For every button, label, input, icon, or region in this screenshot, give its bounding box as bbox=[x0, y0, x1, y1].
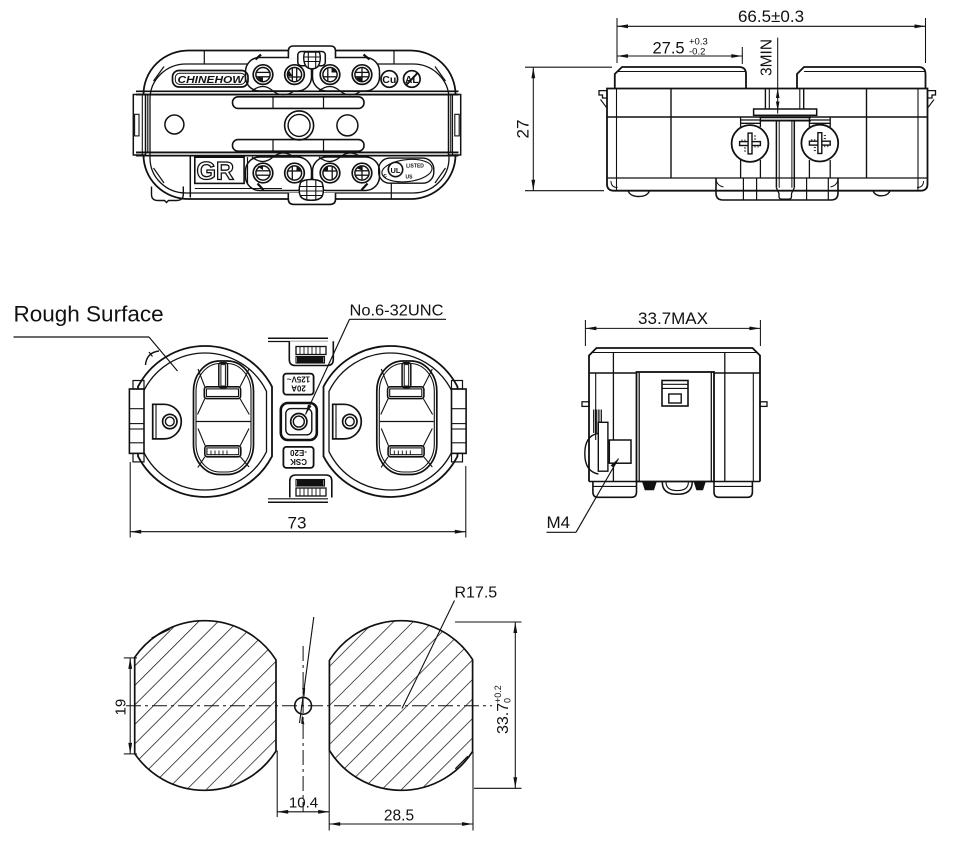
svg-text:c: c bbox=[383, 173, 387, 180]
svg-text:3MIN: 3MIN bbox=[759, 39, 776, 76]
svg-text:33.7MAX: 33.7MAX bbox=[638, 309, 708, 328]
svg-text:CSK: CSK bbox=[290, 457, 307, 466]
svg-text:CHINEHOW: CHINEHOW bbox=[178, 75, 245, 86]
svg-text:33.7: 33.7 bbox=[495, 703, 512, 734]
svg-text:US: US bbox=[406, 175, 414, 181]
svg-text:27: 27 bbox=[514, 120, 533, 139]
svg-text:27.5: 27.5 bbox=[653, 40, 685, 58]
svg-text:73: 73 bbox=[288, 514, 307, 533]
svg-text:GR: GR bbox=[197, 158, 235, 186]
svg-text:M4: M4 bbox=[547, 513, 571, 532]
svg-text:R17.5: R17.5 bbox=[455, 585, 498, 602]
svg-text:19: 19 bbox=[113, 699, 130, 716]
svg-text:28.5: 28.5 bbox=[384, 808, 414, 825]
svg-text:10.4: 10.4 bbox=[289, 795, 318, 812]
svg-text:0: 0 bbox=[503, 698, 513, 703]
svg-text:+0.3: +0.3 bbox=[689, 37, 708, 48]
svg-text:125V~: 125V~ bbox=[286, 375, 310, 384]
svg-text:-E20: -E20 bbox=[290, 448, 307, 457]
svg-text:20A: 20A bbox=[291, 384, 306, 393]
svg-text:LISTED: LISTED bbox=[406, 164, 424, 170]
svg-text:UL: UL bbox=[391, 166, 401, 175]
svg-text:No.6-32UNC: No.6-32UNC bbox=[350, 303, 444, 320]
svg-text:66.5±0.3: 66.5±0.3 bbox=[738, 7, 804, 26]
svg-text:+0.2: +0.2 bbox=[493, 685, 503, 703]
svg-text:-0.2: -0.2 bbox=[689, 47, 705, 58]
svg-text:Cu: Cu bbox=[382, 74, 396, 86]
svg-text:Rough Surface: Rough Surface bbox=[14, 302, 164, 327]
